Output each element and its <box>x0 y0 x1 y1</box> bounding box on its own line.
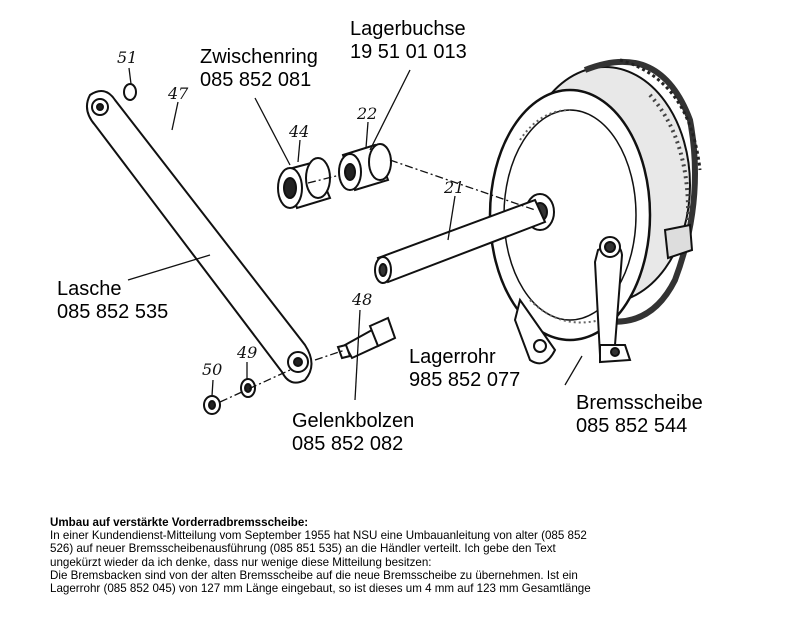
article-line: In einer Kundendienst-Mitteilung vom Sep… <box>50 529 587 543</box>
label-lasche: Lasche 085 852 535 <box>57 278 168 324</box>
label-lasche-number: 085 852 535 <box>57 301 169 323</box>
part-number-47: 47 <box>168 84 189 103</box>
label-lasche-name: Lasche <box>57 278 122 300</box>
label-bremsscheibe-number: 085 852 544 <box>576 415 688 437</box>
intermediate-ring <box>277 157 332 210</box>
label-bremsscheibe-name: Bremsscheibe <box>576 392 703 414</box>
label-lagerbuchse: Lagerbuchse 19 51 01 013 <box>350 18 467 64</box>
label-lagerrohr-name: Lagerrohr <box>409 346 496 368</box>
label-lagerrohr: Lagerrohr 985 852 077 <box>409 346 520 392</box>
part-number-50: 50 <box>202 360 223 379</box>
article-line: Lagerrohr (085 852 045) von 127 mm Länge… <box>50 582 591 596</box>
label-bremsscheibe: Bremsscheibe 085 852 544 <box>576 392 703 438</box>
label-lagerrohr-number: 985 852 077 <box>409 369 521 391</box>
bearing-tube <box>374 198 547 284</box>
article-heading: Umbau auf verstärkte Vorderradbremsschei… <box>50 516 309 529</box>
connecting-strap <box>85 90 313 384</box>
article-line: Die Bremsbacken sind von der alten Brems… <box>50 568 578 582</box>
label-zwischenring: Zwischenring 085 852 081 <box>200 46 318 92</box>
snap-ring <box>123 83 137 101</box>
article-text: Umbau auf verstärkte Vorderradbremsschei… <box>50 516 750 595</box>
joint-bolt <box>336 316 397 360</box>
washers <box>203 378 256 415</box>
assembly-axis-lines <box>219 159 536 403</box>
label-gelenkbolzen-number: 085 852 082 <box>292 433 404 455</box>
part-number-48: 48 <box>352 290 373 309</box>
label-gelenkbolzen: Gelenkbolzen 085 852 082 <box>292 410 414 456</box>
label-lagerbuchse-name: Lagerbuchse <box>350 18 466 40</box>
part-number-49: 49 <box>237 343 258 362</box>
part-number-22: 22 <box>357 104 378 123</box>
label-gelenkbolzen-name: Gelenkbolzen <box>292 410 415 432</box>
article-line: ungekürzt wieder da ich denke, dass nur … <box>50 555 432 569</box>
label-lagerbuchse-number: 19 51 01 013 <box>350 41 467 63</box>
label-zwischenring-name: Zwischenring <box>200 46 318 68</box>
part-number-21: 21 <box>444 178 465 197</box>
label-zwischenring-number: 085 852 081 <box>200 69 312 91</box>
article-line: 526) auf neuer Bremsscheibenausführung (… <box>50 542 556 556</box>
leader-lines <box>127 67 583 401</box>
exploded-parts-drawing <box>85 58 702 415</box>
bearing-bush <box>338 143 392 192</box>
part-number-51: 51 <box>117 48 138 67</box>
part-number-44: 44 <box>289 122 310 141</box>
